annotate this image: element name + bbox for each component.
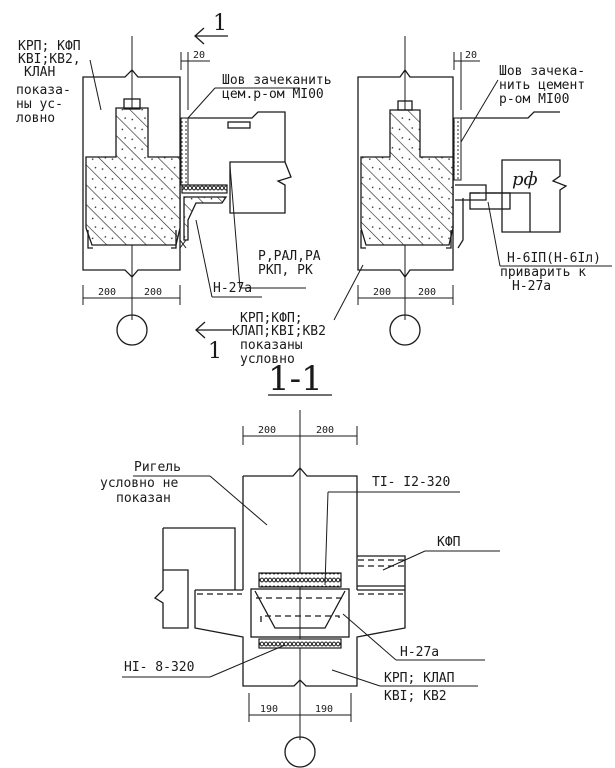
anchor-plate: [123, 98, 141, 110]
svg-text:РКП, РК: РКП, РК: [258, 263, 313, 278]
svg-text:условно не: условно не: [100, 476, 178, 491]
column-outline: [357, 68, 454, 279]
grout-seam: [180, 117, 189, 186]
dim-bottom-left: 190: [260, 704, 278, 715]
svg-text:показан: показан: [116, 491, 171, 506]
axis-bubble: [116, 314, 148, 346]
svg-text:Н-6IП(Н-6Iл): Н-6IП(Н-6Iл): [507, 251, 601, 266]
upper-column: [243, 467, 358, 590]
upper-panel: [461, 111, 560, 119]
section-mark-bottom: 1: [208, 339, 222, 364]
bottom-label: КРП;КФП; КЛАП;КВI;КВ2 показаны условно: [232, 311, 326, 367]
axis-bubble: [389, 314, 421, 346]
section-title: 1-1: [268, 359, 323, 399]
bearing-pad: [181, 184, 228, 194]
section-view: 200 200 190 190: [100, 410, 500, 768]
dim-left: 200: [98, 287, 116, 298]
bottom-bearing-pad: [258, 638, 342, 649]
section-mark-top: 1: [213, 11, 227, 36]
top-bearing-pad: [258, 572, 342, 588]
dim-top-right: 200: [316, 425, 334, 436]
svg-text:нить цемент: нить цемент: [499, 78, 585, 93]
svg-text:КЛАН: КЛАН: [24, 65, 55, 80]
dim-left: 200: [373, 287, 391, 298]
svg-text:условно: условно: [240, 352, 295, 367]
bracket-h27a: [250, 588, 350, 638]
svg-text:Н-27а: Н-27а: [512, 279, 551, 294]
grout-seam: [453, 117, 462, 181]
panel-label: Р,РАЛ,РА РКП, РК: [258, 249, 321, 278]
gap-dim: 20: [193, 50, 205, 61]
svg-text:Ригель: Ригель: [134, 460, 181, 475]
svg-text:Шов зачека-: Шов зачека-: [499, 64, 585, 79]
svg-text:КВI;КВ2,: КВI;КВ2,: [18, 52, 81, 67]
top-pad-label: ТI- I2-320: [372, 475, 450, 490]
column-label: КРП; КЛАП КВI; КВ2: [384, 671, 454, 704]
beam-label: Ригель условно не показан: [100, 460, 181, 506]
seam-note: Шов зачека- нить цемент р-ом MI00: [499, 64, 585, 107]
column-outline: [82, 69, 181, 278]
wall-panel: [188, 111, 292, 214]
side-panel-label: КФП: [437, 535, 460, 550]
axis-bubble: [284, 736, 316, 768]
dim-right: 200: [144, 287, 162, 298]
panel-label: рф: [512, 169, 538, 190]
svg-text:КРП; КЛАП: КРП; КЛАП: [384, 671, 454, 686]
bottom-pad-label: НI- 8-320: [124, 660, 194, 675]
svg-text:приварить к: приварить к: [500, 265, 586, 280]
dim-bottom-right: 190: [315, 704, 333, 715]
svg-text:показаны: показаны: [240, 338, 303, 353]
svg-text:р-ом MI00: р-ом MI00: [499, 92, 569, 107]
svg-text:Шов зачеканить: Шов зачеканить: [222, 73, 332, 88]
bracket-label: Н-27а: [213, 281, 252, 296]
svg-text:цем.р-ом MI00: цем.р-ом MI00: [222, 87, 324, 102]
concrete-infill: [360, 109, 454, 246]
lower-column: [194, 590, 406, 687]
dim-top-left: 200: [258, 425, 276, 436]
svg-text:КЛАП;КВI;КВ2: КЛАП;КВI;КВ2: [232, 324, 326, 339]
dim-right: 200: [418, 287, 436, 298]
weld-plate: [469, 192, 511, 210]
panel-rf: [501, 159, 568, 233]
concrete-infill: [85, 107, 181, 246]
right-view: 20 рф 200 200 Шов зачека- нить цемент р-…: [333, 36, 612, 346]
svg-text:КВI; КВ2: КВI; КВ2: [384, 689, 447, 704]
seam-note: Шов зачеканить цем.р-ом MI00: [222, 73, 332, 102]
svg-text:Р,РАЛ,РА: Р,РАЛ,РА: [258, 249, 321, 264]
gap-dim: 20: [465, 50, 477, 61]
weld-label: Н-6IП(Н-6Iл) приварить к Н-27а: [500, 251, 601, 294]
svg-text:ны ус-: ны ус-: [16, 97, 63, 112]
svg-text:КРП; КФП: КРП; КФП: [18, 39, 81, 54]
left-view: 20 1 200 200 КРП; КФП КВI;КВ2, КЛАН пока…: [16, 11, 332, 367]
svg-text:показа-: показа-: [16, 83, 71, 98]
top-label: КРП; КФП КВI;КВ2, КЛАН показа- ны ус- ло…: [16, 39, 81, 126]
svg-text:ловно: ловно: [16, 111, 55, 126]
svg-text:КРП;КФП;: КРП;КФП;: [240, 311, 303, 326]
bracket-label: Н-27а: [400, 645, 439, 660]
bracket-h27a: [183, 196, 228, 241]
